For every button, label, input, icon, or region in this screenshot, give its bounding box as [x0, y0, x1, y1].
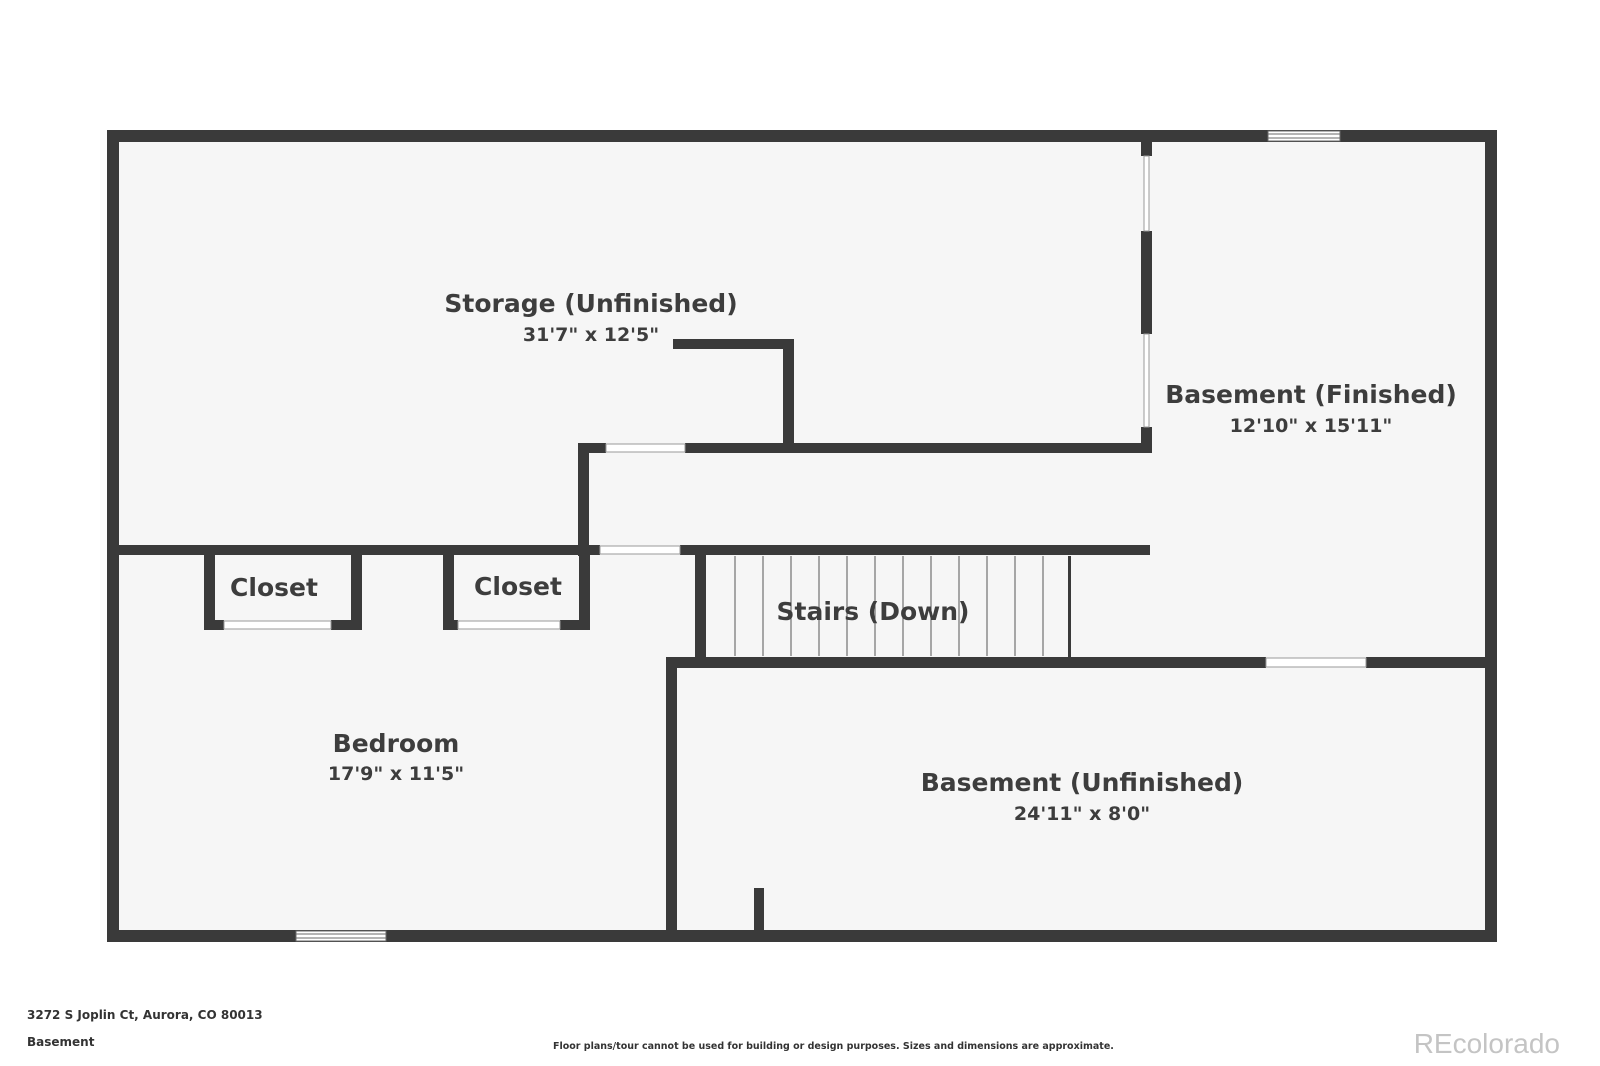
room-storage-dims: 31'7" x 12'5" — [523, 324, 659, 346]
outer-walls — [107, 130, 1497, 942]
windows — [295, 130, 1341, 942]
stair-end-wall — [1068, 556, 1071, 657]
room-bedroom-name: Bedroom — [333, 729, 460, 758]
room-finished-dims: 12'10" x 15'11" — [1230, 415, 1393, 437]
room-finished-name: Basement (Finished) — [1165, 380, 1457, 409]
room-unfinished-name: Basement (Unfinished) — [921, 768, 1244, 797]
window-top — [1267, 130, 1341, 142]
room-storage-name: Storage (Unfinished) — [444, 289, 737, 318]
room-unfinished-dims: 24'11" x 8'0" — [1014, 803, 1150, 825]
room-stairs-name: Stairs (Down) — [777, 597, 970, 626]
door-openings — [223, 155, 1367, 668]
floor-area — [112, 136, 1492, 936]
disclaimer-text: Floor plans/tour cannot be used for buil… — [553, 1041, 1114, 1052]
room-bedroom-dims: 17'9" x 11'5" — [328, 763, 464, 785]
window-bottom — [295, 930, 387, 942]
property-address: 3272 S Joplin Ct, Aurora, CO 80013 — [27, 1008, 263, 1022]
brand-logo: REcolorado — [1413, 1028, 1560, 1059]
stair-treads — [734, 556, 1044, 656]
floor-level-label: Basement — [27, 1035, 95, 1049]
room-closet-a-name: Closet — [230, 573, 318, 602]
interior-walls — [112, 136, 1492, 937]
room-closet-b-name: Closet — [474, 572, 562, 601]
